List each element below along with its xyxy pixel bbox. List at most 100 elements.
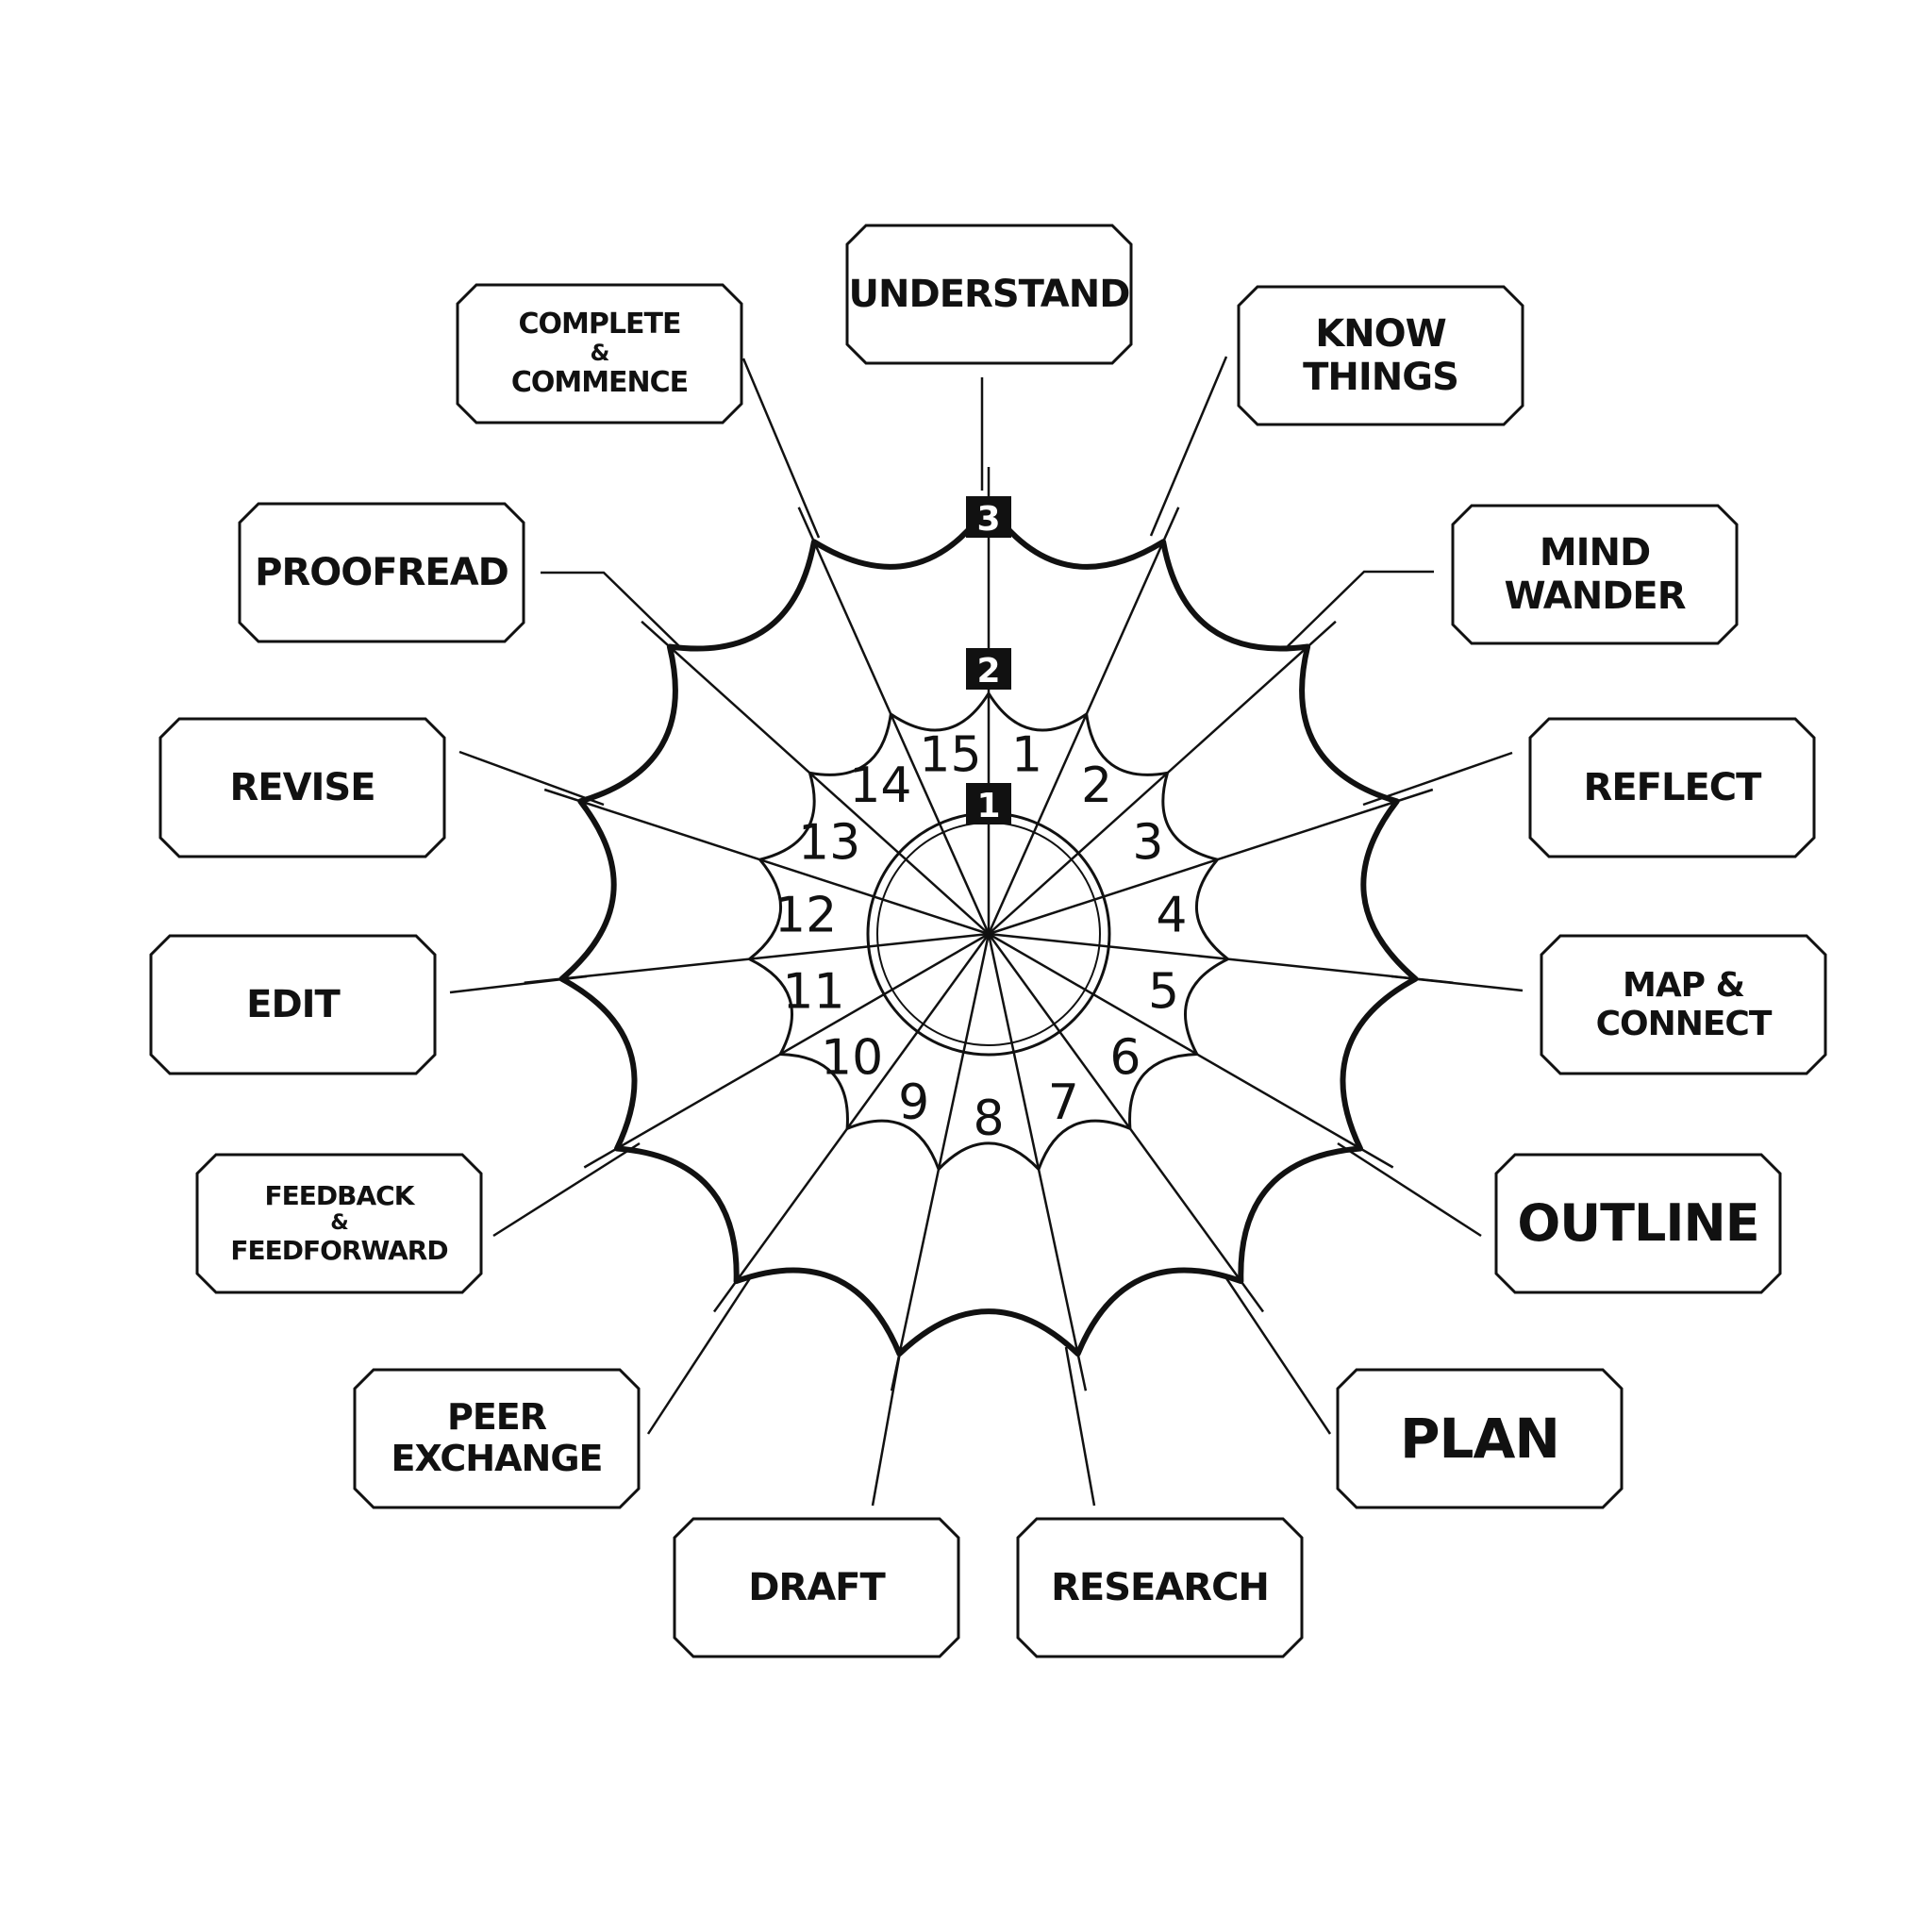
segment-number: 14 xyxy=(849,758,911,814)
label-line: REVISE xyxy=(229,766,375,809)
connector-line xyxy=(492,1141,641,1238)
web-spoke xyxy=(543,788,990,936)
label-line: RESEARCH xyxy=(1051,1566,1270,1609)
label-frame xyxy=(1451,504,1739,645)
segment-number: 7 xyxy=(1048,1074,1079,1131)
label-line: REFLECT xyxy=(1583,766,1762,809)
tier-marker-box xyxy=(966,648,1011,690)
connector-line xyxy=(1287,570,1434,647)
label-line: UNDERSTAND xyxy=(848,273,1131,316)
label-line: COMPLETE xyxy=(518,307,682,341)
label-text: PEER EXCHANGE xyxy=(353,1396,641,1479)
label-proofread: PROOFREAD xyxy=(238,502,525,643)
label-draft: DRAFT xyxy=(673,1517,960,1658)
label-line: COMMENCE xyxy=(510,365,689,399)
segment-number: 1 xyxy=(1011,726,1042,783)
label-line: MAP & CONNECT xyxy=(1595,965,1773,1043)
connector-line xyxy=(458,750,605,807)
label-line: EDIT xyxy=(246,983,341,1026)
label-frame xyxy=(158,717,446,858)
label-frame xyxy=(1336,1368,1624,1509)
web-ring-outer xyxy=(558,502,1419,1357)
label-reflect: REFLECT xyxy=(1528,717,1816,858)
segment-number: 3 xyxy=(1132,815,1163,872)
connector-line xyxy=(1223,1274,1332,1435)
label-line: OUTLINE xyxy=(1517,1192,1759,1253)
label-frame xyxy=(195,1153,483,1294)
label-know-things: KNOW THINGS xyxy=(1237,285,1524,426)
segment-number: 8 xyxy=(973,1091,1004,1147)
web-spoke xyxy=(988,932,1394,1169)
label-frame xyxy=(673,1517,960,1658)
label-map-connect: MAP & CONNECT xyxy=(1540,934,1827,1075)
label-frame xyxy=(238,502,525,643)
label-text: REFLECT xyxy=(1583,766,1762,809)
label-complete-commence: COMPLETE&COMMENCE xyxy=(456,283,743,425)
label-peer-exchange: PEER EXCHANGE xyxy=(353,1368,641,1509)
connector-line xyxy=(646,1274,754,1435)
segment-number: 12 xyxy=(774,888,837,944)
label-frame xyxy=(1237,285,1524,426)
tier-marker-box xyxy=(966,496,1011,538)
connector-line xyxy=(1337,1141,1482,1238)
label-text: MAP & CONNECT xyxy=(1540,966,1827,1044)
label-frame xyxy=(1016,1517,1304,1658)
label-frame xyxy=(353,1368,641,1509)
label-line: PROOFREAD xyxy=(255,551,509,594)
web-spoke xyxy=(641,620,990,935)
label-frame xyxy=(1494,1153,1782,1294)
segment-number: 13 xyxy=(798,815,860,872)
label-text: EDIT xyxy=(246,983,341,1026)
label-line: PLAN xyxy=(1400,1406,1560,1471)
label-revise: REVISE xyxy=(158,717,446,858)
segment-number: 2 xyxy=(1081,758,1112,814)
segment-number: 9 xyxy=(898,1074,929,1131)
label-text: OUTLINE xyxy=(1517,1192,1759,1253)
label-line: MIND WANDER xyxy=(1504,531,1686,618)
tier-marker-number: 1 xyxy=(976,787,1000,825)
label-frame xyxy=(149,934,437,1075)
tier-marker-number: 2 xyxy=(976,652,1000,691)
label-line: DRAFT xyxy=(748,1566,886,1609)
connector-line xyxy=(1064,1346,1096,1507)
label-understand: UNDERSTAND xyxy=(845,224,1133,365)
label-research: RESEARCH xyxy=(1016,1517,1304,1658)
segment-number: 10 xyxy=(821,1030,883,1087)
label-frame xyxy=(456,283,743,425)
web-ring-inner xyxy=(747,691,1230,1171)
label-text: MIND WANDER xyxy=(1451,531,1739,618)
web-spoke xyxy=(988,932,1454,984)
connector-line xyxy=(1149,356,1228,537)
label-text: COMPLETE&COMMENCE xyxy=(510,307,689,400)
label-text: UNDERSTAND xyxy=(848,273,1131,316)
label-line: FEEDBACK xyxy=(264,1179,415,1211)
web-spoke xyxy=(712,933,991,1313)
label-text: REVISE xyxy=(229,766,375,809)
segment-number: 6 xyxy=(1109,1030,1141,1087)
web-spoke xyxy=(524,932,990,984)
connector-line xyxy=(541,571,680,647)
label-outline: OUTLINE xyxy=(1494,1153,1782,1294)
web-spoke xyxy=(987,933,1088,1391)
segment-number: 15 xyxy=(919,726,981,783)
label-line: FEEDFORWARD xyxy=(230,1234,448,1266)
label-text: DRAFT xyxy=(748,1566,886,1609)
web-spoke xyxy=(987,933,1265,1313)
label-text: FEEDBACK&FEEDFORWARD xyxy=(230,1179,448,1266)
tier-marker-number: 3 xyxy=(976,500,1000,539)
label-frame xyxy=(1528,717,1816,858)
web-spoke xyxy=(583,932,990,1169)
label-edit: EDIT xyxy=(149,934,437,1075)
connector-line xyxy=(741,358,821,539)
label-feedback-feedforward: FEEDBACK&FEEDFORWARD xyxy=(195,1153,483,1294)
label-text: PROOFREAD xyxy=(255,551,509,594)
label-line: PEER EXCHANGE xyxy=(391,1396,604,1479)
web-spoke xyxy=(987,507,1180,935)
segment-number: 5 xyxy=(1148,963,1179,1020)
label-frame xyxy=(845,224,1133,365)
web-spoke xyxy=(988,788,1434,936)
tier-marker-box xyxy=(966,783,1011,824)
web-structure xyxy=(449,356,1524,1507)
